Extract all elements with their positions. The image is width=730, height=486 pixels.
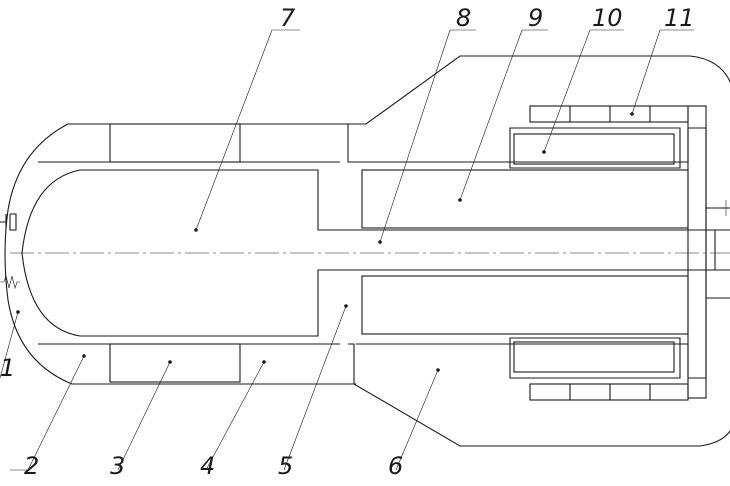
callout-5: 5 xyxy=(278,452,293,480)
callout-9: 9 xyxy=(528,4,543,32)
coil-winding xyxy=(509,127,681,379)
callout-11: 11 xyxy=(664,4,695,32)
central-shaft xyxy=(358,229,730,271)
seal-ring xyxy=(109,123,241,383)
callout-4: 4 xyxy=(200,452,215,480)
callout-10: 10 xyxy=(592,4,623,32)
callout-7: 7 xyxy=(280,4,296,32)
leader-lines xyxy=(0,29,694,471)
segmented-ring xyxy=(529,105,689,401)
left-connectors xyxy=(0,213,20,290)
callout-6: 6 xyxy=(388,452,403,480)
housing-outline xyxy=(4,55,730,447)
magnetic-core xyxy=(356,105,707,399)
terminals xyxy=(706,200,730,299)
callout-1: 1 xyxy=(0,354,15,382)
callout-2: 2 xyxy=(24,452,39,480)
callout-3: 3 xyxy=(110,452,125,480)
inner-chamber xyxy=(21,124,358,384)
callout-8: 8 xyxy=(456,4,471,32)
